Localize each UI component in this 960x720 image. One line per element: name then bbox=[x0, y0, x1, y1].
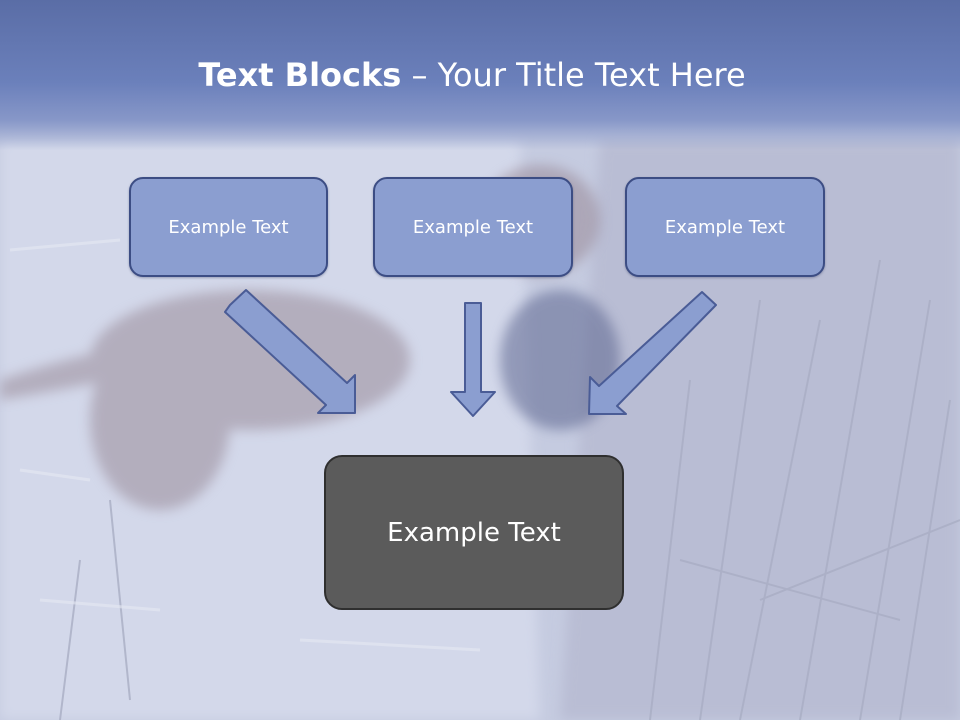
arrow-right bbox=[588, 291, 717, 415]
arrow-middle bbox=[450, 302, 496, 417]
main-text-block[interactable]: Example Text bbox=[324, 455, 624, 610]
text-block-2[interactable]: Example Text bbox=[373, 177, 573, 277]
arrow-left bbox=[224, 289, 356, 414]
main-text-block-label: Example Text bbox=[387, 517, 561, 548]
text-block-3[interactable]: Example Text bbox=[625, 177, 825, 277]
title-separator: – bbox=[401, 56, 438, 94]
title-bold-text: Text Blocks bbox=[198, 56, 402, 94]
slide-title: Text Blocks – Your Title Text Here bbox=[0, 52, 944, 98]
text-block-1-label: Example Text bbox=[168, 216, 289, 238]
text-block-2-label: Example Text bbox=[412, 216, 534, 238]
text-block-3-label: Example Text bbox=[664, 216, 786, 238]
title-band bbox=[0, 0, 960, 150]
title-rest-text: Your Title Text Here bbox=[437, 56, 746, 94]
text-block-1[interactable]: Example Text bbox=[129, 177, 328, 277]
